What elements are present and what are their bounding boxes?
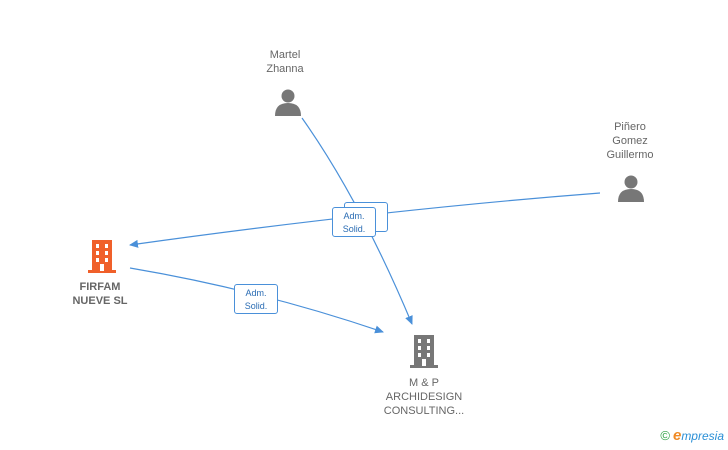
node-label-line: CONSULTING... xyxy=(383,405,465,417)
edge-label-upper[interactable]: Adm. Solid. xyxy=(332,207,376,237)
edge-label-line: Solid. xyxy=(244,301,268,311)
node-label-line: FIRFAM xyxy=(79,281,121,293)
edge-label-lower[interactable]: Adm. Solid. xyxy=(234,284,278,314)
person-icon[interactable] xyxy=(275,89,301,117)
node-label-line: Piñero xyxy=(614,121,646,133)
brand-name: mpresia xyxy=(681,429,724,443)
node-label-martel[interactable]: Martel Zhanna xyxy=(250,48,320,76)
edge-label-line: Adm. xyxy=(343,211,365,221)
node-label-line: Zhanna xyxy=(266,63,304,75)
node-label-line: NUEVE SL xyxy=(72,295,128,307)
edge-label-line: Solid. xyxy=(342,224,366,234)
node-label-line: Martel xyxy=(269,49,301,61)
node-label-line: M & P xyxy=(409,377,439,389)
edge-label-line: Adm. xyxy=(245,288,267,298)
brand-watermark: ©empresia xyxy=(660,427,724,444)
node-label-pinero[interactable]: Piñero Gomez Guillermo xyxy=(590,120,670,162)
building-icon[interactable] xyxy=(410,335,438,368)
node-label-line: Guillermo xyxy=(606,149,654,161)
brand-initial: e xyxy=(672,427,682,444)
node-label-firfam[interactable]: FIRFAM NUEVE SL xyxy=(60,280,140,308)
node-label-mp[interactable]: M & P ARCHIDESIGN CONSULTING... xyxy=(374,376,474,418)
copyright-symbol: © xyxy=(660,428,670,443)
building-icon[interactable] xyxy=(88,240,116,273)
node-label-line: ARCHIDESIGN xyxy=(385,391,463,403)
node-label-line: Gomez xyxy=(612,135,648,147)
person-icon[interactable] xyxy=(618,175,644,203)
